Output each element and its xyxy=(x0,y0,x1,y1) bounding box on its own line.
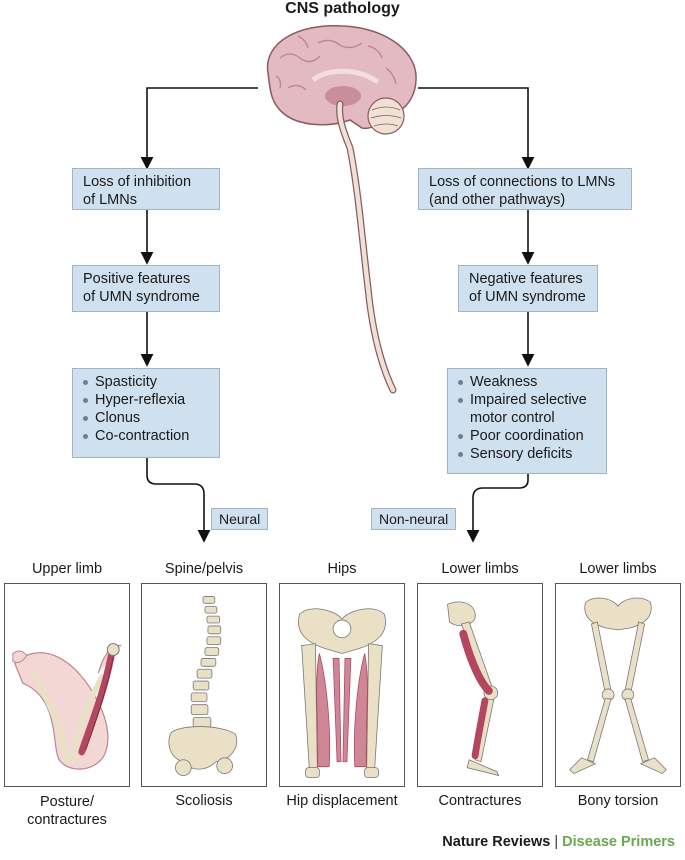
panel-spine-pelvis xyxy=(141,583,267,787)
hips-icon xyxy=(298,608,386,778)
region-label: Lower limbs xyxy=(441,561,519,577)
list-item: Weakness xyxy=(458,373,596,391)
footer-series: Disease Primers xyxy=(562,834,675,850)
list-item: Impaired selective xyxy=(458,391,596,409)
list-item: Poor coordination xyxy=(458,427,596,445)
list-item: Clonus xyxy=(83,409,209,427)
list-item: motor control xyxy=(470,410,555,426)
panel-upper-limb xyxy=(4,583,130,787)
region-label: Spine/pelvis xyxy=(164,561,244,577)
list-item: Hyper-reflexia xyxy=(83,391,209,409)
list-item: Co-contraction xyxy=(83,427,209,445)
brain-icon xyxy=(266,24,417,394)
region-label: Upper limb xyxy=(31,561,103,577)
panel-lower-limbs-contractures xyxy=(417,583,543,787)
box-line: of UMN syndrome xyxy=(83,289,200,305)
neural-tag: Neural xyxy=(211,508,269,530)
region-label: Lower limbs xyxy=(579,561,657,577)
region-caption: Bony torsion xyxy=(577,793,659,809)
caption-line: Posture/ xyxy=(40,794,94,810)
box-loss-of-inhibition: Loss of inhibition of LMNs xyxy=(72,168,220,210)
region-caption: Posture/ contractures xyxy=(4,793,130,829)
list-item: Spasticity xyxy=(83,373,209,391)
box-line: (and other pathways) xyxy=(429,192,566,208)
region-caption: Scoliosis xyxy=(175,793,233,809)
footer-separator: | xyxy=(554,834,559,850)
box-positive-list: Spasticity Hyper-reflexia Clonus Co-cont… xyxy=(72,368,220,458)
diagram-title: CNS pathology xyxy=(285,0,400,17)
box-line: of UMN syndrome xyxy=(469,289,586,305)
footer-credit: Nature Reviews | Disease Primers xyxy=(442,834,675,850)
box-line: Negative features xyxy=(469,271,583,287)
box-negative-list: Weakness Impaired selective motor contro… xyxy=(447,368,607,474)
box-line: of LMNs xyxy=(83,192,137,208)
caption-line: contractures xyxy=(27,812,107,828)
box-loss-of-connections: Loss of connections to LMNs (and other p… xyxy=(418,168,632,210)
arm-icon xyxy=(12,643,122,770)
panel-hips xyxy=(279,583,405,787)
box-line: Loss of inhibition xyxy=(83,174,192,190)
box-line: Loss of connections to LMNs xyxy=(429,174,616,190)
box-positive-features: Positive features of UMN syndrome xyxy=(72,265,220,312)
region-caption: Hip displacement xyxy=(286,793,398,809)
footer-journal: Nature Reviews xyxy=(442,834,551,850)
panel-lower-limbs-torsion xyxy=(555,583,681,787)
legs-skeleton-icon xyxy=(569,597,667,775)
spine-icon xyxy=(168,596,238,776)
list-item: Sensory deficits xyxy=(458,445,596,463)
region-caption: Contractures xyxy=(438,793,522,809)
region-label: Hips xyxy=(327,561,357,577)
non-neural-tag: Non-neural xyxy=(371,508,457,530)
box-line: Positive features xyxy=(83,271,191,287)
box-negative-features: Negative features of UMN syndrome xyxy=(458,265,598,312)
leg-icon xyxy=(447,601,500,777)
